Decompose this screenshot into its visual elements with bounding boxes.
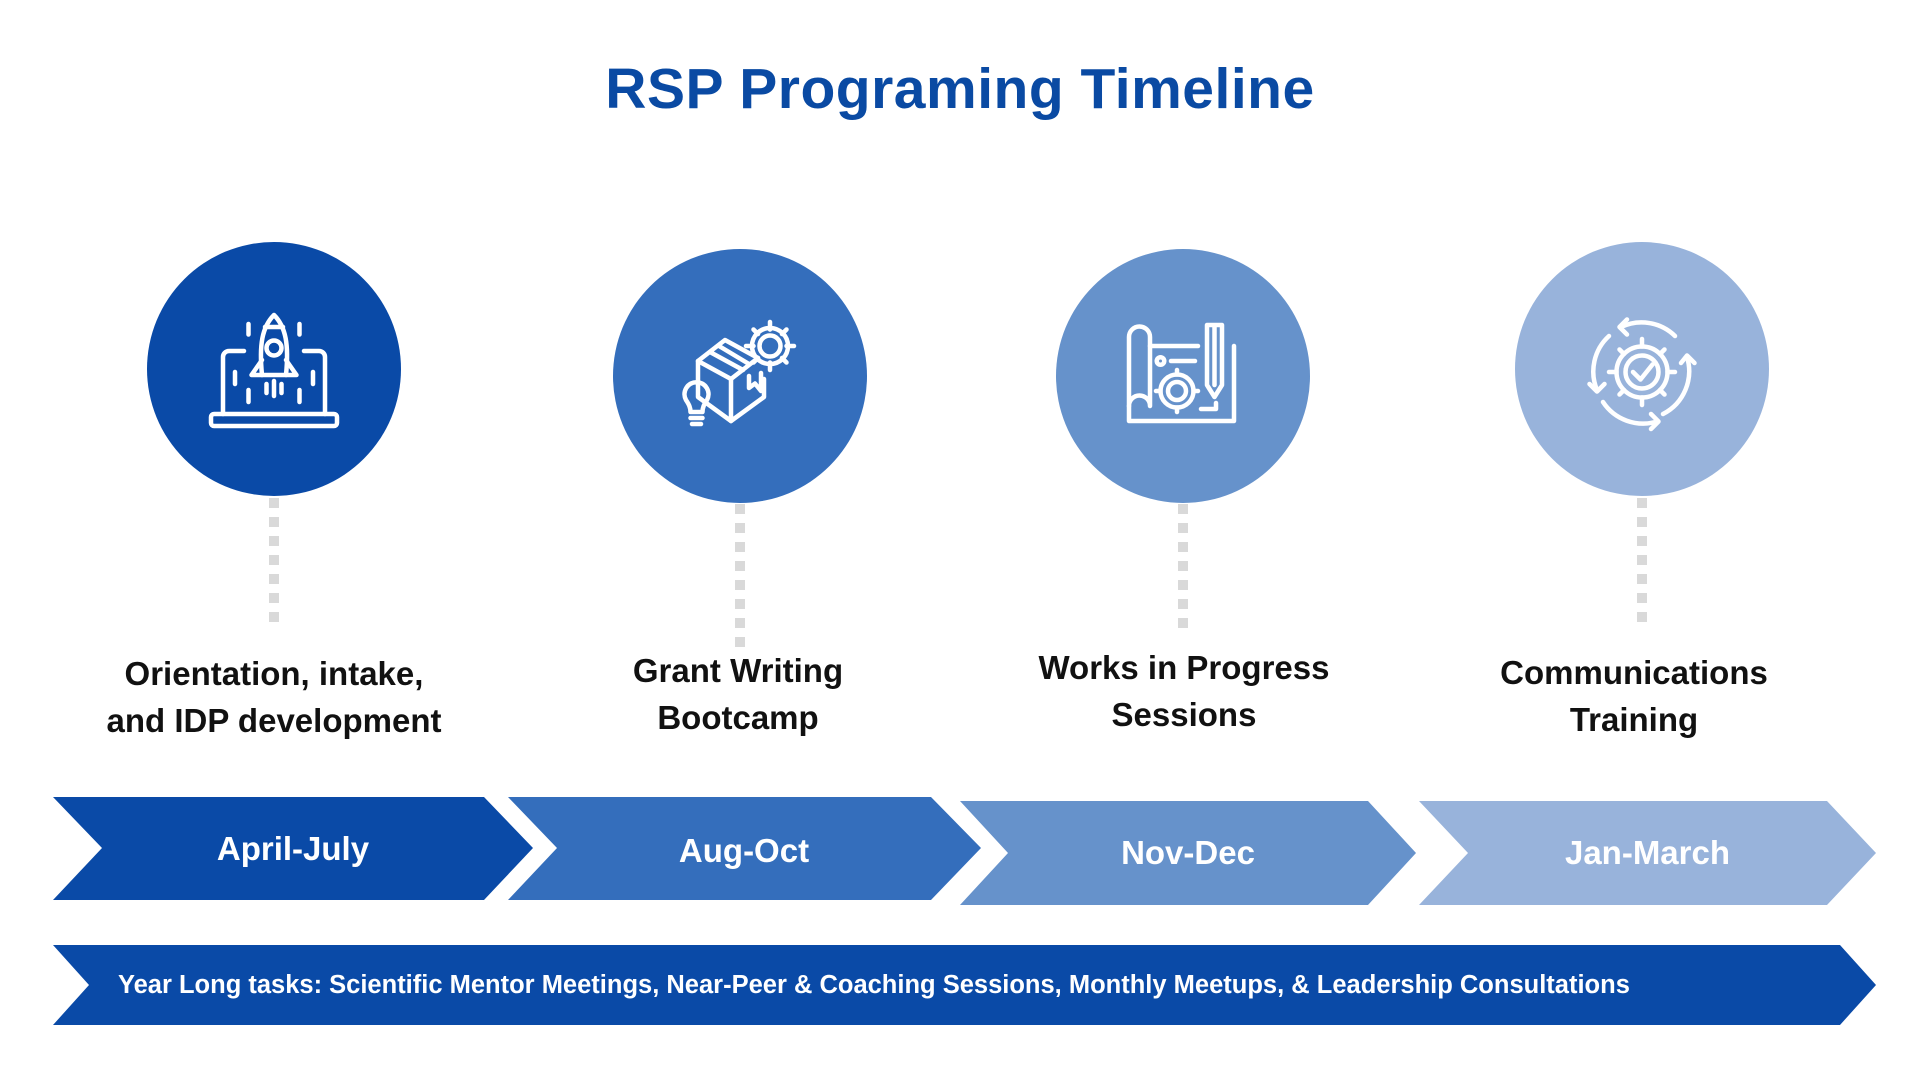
stage-1-label-line1: Orientation, intake, bbox=[124, 655, 424, 692]
blueprint-gear-pencil-icon bbox=[1126, 322, 1237, 424]
chevron-nov-dec bbox=[960, 801, 1416, 905]
chevron-jan-march bbox=[1419, 801, 1876, 905]
period-nov-dec: Nov-Dec bbox=[1121, 833, 1255, 871]
year-long-tasks-text: Year Long tasks: Scientific Mentor Meeti… bbox=[118, 970, 1630, 999]
stage-1-label-line2: and IDP development bbox=[106, 702, 442, 739]
stage-4-connector bbox=[1637, 498, 1647, 628]
page-title: RSP Programing Timeline bbox=[605, 57, 1315, 121]
stage-3-label: Works in Progress Sessions bbox=[974, 644, 1394, 738]
gear-check-cycle-icon bbox=[1587, 317, 1697, 432]
period-aug-oct: Aug-Oct bbox=[678, 831, 810, 869]
stage-4-label-line1: Communications bbox=[1500, 654, 1768, 691]
stage-2-label: Grant Writing Bootcamp bbox=[528, 647, 948, 741]
stage-1-label: Orientation, intake, and IDP development bbox=[64, 650, 484, 744]
period-jan-march: Jan-March bbox=[1564, 833, 1731, 871]
stage-4-label: Communications Training bbox=[1424, 649, 1844, 743]
rocket-laptop-icon bbox=[208, 312, 340, 429]
period-april-july: April-July bbox=[216, 829, 370, 867]
chevron-aug-oct bbox=[508, 797, 981, 900]
stage-3-label-line1: Works in Progress bbox=[1038, 649, 1330, 686]
stage-1-connector bbox=[269, 498, 279, 628]
stage-2-label-line2: Bootcamp bbox=[657, 699, 819, 736]
box-gear-lightbulb-icon bbox=[682, 319, 797, 427]
stage-3-connector bbox=[1178, 504, 1188, 634]
stage-3-label-line2: Sessions bbox=[1111, 696, 1257, 733]
stage-2-label-line1: Grant Writing bbox=[632, 652, 844, 689]
year-long-bar bbox=[53, 945, 1876, 1025]
stage-2-circle bbox=[613, 249, 867, 503]
stage-4-label-line2: Training bbox=[1569, 701, 1699, 738]
stage-4-circle bbox=[1515, 242, 1769, 496]
stage-3-circle bbox=[1056, 249, 1310, 503]
chevron-april-july bbox=[53, 797, 533, 900]
stage-2-connector bbox=[735, 504, 745, 649]
stage-1-circle bbox=[147, 242, 401, 496]
